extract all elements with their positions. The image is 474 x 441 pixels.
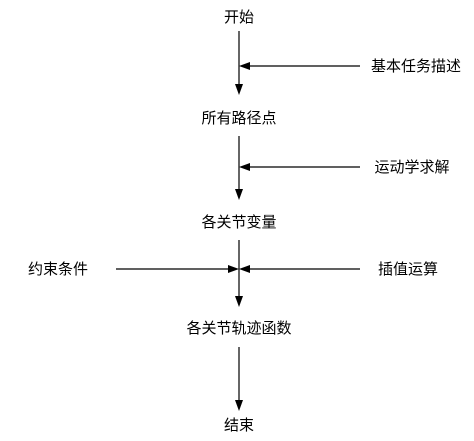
edge-constraints-to-spine xyxy=(116,265,239,273)
edge-kinematics-to-spine xyxy=(239,163,360,171)
edge-start-to-waypoints xyxy=(235,31,243,95)
node-kinematics: 运动学求解 xyxy=(374,158,449,176)
edge-waypoints-to-joint-vars xyxy=(235,136,243,200)
edge-task-desc-to-spine xyxy=(239,62,360,70)
node-start: 开始 xyxy=(224,8,254,26)
edge-interpolation-to-spine xyxy=(239,265,360,273)
node-end: 结束 xyxy=(224,416,254,434)
node-joint-traj: 各关节轨迹函数 xyxy=(186,319,291,337)
node-joint-vars: 各关节变量 xyxy=(201,213,276,231)
node-interpolation: 插值运算 xyxy=(378,260,438,278)
edge-joint-vars-to-joint-traj xyxy=(235,240,243,307)
node-constraints: 约束条件 xyxy=(28,260,88,278)
node-waypoints: 所有路径点 xyxy=(201,109,276,127)
edge-joint-traj-to-end xyxy=(235,347,243,411)
node-task-desc: 基本任务描述 xyxy=(371,57,461,75)
